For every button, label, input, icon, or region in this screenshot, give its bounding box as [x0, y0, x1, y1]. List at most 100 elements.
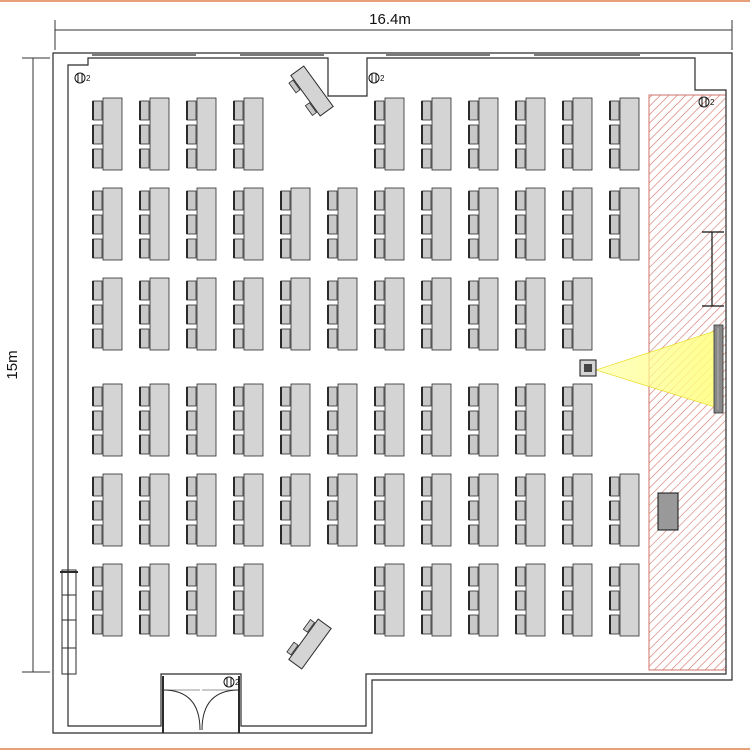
chair [468, 524, 479, 545]
chair [515, 386, 526, 407]
desk-group [327, 383, 358, 457]
outlet-label: 2 [235, 678, 240, 687]
desk-group [515, 473, 546, 547]
desk-group [233, 473, 264, 547]
desk-group [562, 383, 593, 457]
chair [468, 386, 479, 407]
chair [421, 280, 432, 301]
desk [478, 97, 499, 171]
chair [562, 190, 573, 211]
chair [139, 434, 150, 455]
chair [562, 500, 573, 521]
chair [515, 590, 526, 611]
chair [327, 280, 338, 301]
desk [243, 383, 264, 457]
desk [478, 383, 499, 457]
chair [515, 476, 526, 497]
desk-group [280, 187, 311, 261]
desk [337, 187, 358, 261]
chair [186, 590, 197, 611]
chair [421, 238, 432, 259]
chair [468, 100, 479, 121]
desk [619, 473, 640, 547]
chair [186, 214, 197, 235]
desk [572, 187, 593, 261]
chair [233, 190, 244, 211]
chair [92, 590, 103, 611]
desk [431, 383, 452, 457]
desk [196, 187, 217, 261]
chair [280, 500, 291, 521]
desk [337, 473, 358, 547]
chair [515, 524, 526, 545]
chair [233, 214, 244, 235]
projection-screen [713, 324, 724, 414]
desk-group [233, 563, 264, 637]
chair [139, 190, 150, 211]
chair [186, 614, 197, 635]
projector[interactable] [579, 359, 597, 377]
desk [337, 277, 358, 351]
desk [525, 277, 546, 351]
chair [609, 214, 620, 235]
chair [280, 328, 291, 349]
desk-group [421, 187, 452, 261]
chair [374, 566, 385, 587]
chair [468, 566, 479, 587]
chair [92, 280, 103, 301]
chair [327, 328, 338, 349]
desk [525, 473, 546, 547]
chair [468, 434, 479, 455]
outlet-symbol-4: 2 [223, 676, 240, 688]
chair [421, 386, 432, 407]
chair [280, 386, 291, 407]
desk [525, 563, 546, 637]
desk-group [468, 473, 499, 547]
chair [609, 524, 620, 545]
chair [186, 386, 197, 407]
desk-group [468, 383, 499, 457]
lectern[interactable] [657, 492, 679, 531]
double-door[interactable] [162, 676, 240, 733]
chair [139, 280, 150, 301]
chair [139, 386, 150, 407]
chair [139, 524, 150, 545]
chair [92, 190, 103, 211]
desk [478, 187, 499, 261]
chair [186, 190, 197, 211]
desk-grid [92, 97, 640, 637]
desk [196, 97, 217, 171]
chair [186, 410, 197, 431]
desk [290, 277, 311, 351]
desk-group [374, 97, 405, 171]
desk [384, 277, 405, 351]
chair [327, 238, 338, 259]
chair [562, 566, 573, 587]
chair [468, 214, 479, 235]
chair [609, 500, 620, 521]
desk [525, 97, 546, 171]
desk [149, 97, 170, 171]
desk-group [374, 277, 405, 351]
chair [515, 214, 526, 235]
desk [337, 383, 358, 457]
desk [102, 187, 123, 261]
desk-group [139, 277, 170, 351]
chair [468, 280, 479, 301]
desk [572, 563, 593, 637]
desk [102, 383, 123, 457]
desk [196, 563, 217, 637]
desk-group [280, 383, 311, 457]
chair [468, 410, 479, 431]
desk [149, 187, 170, 261]
chair [609, 148, 620, 169]
chair [233, 476, 244, 497]
desk [431, 187, 452, 261]
chair [374, 386, 385, 407]
chair [327, 524, 338, 545]
chair [327, 500, 338, 521]
desk-group [233, 97, 264, 171]
chair [374, 124, 385, 145]
chair [139, 566, 150, 587]
desk [572, 277, 593, 351]
